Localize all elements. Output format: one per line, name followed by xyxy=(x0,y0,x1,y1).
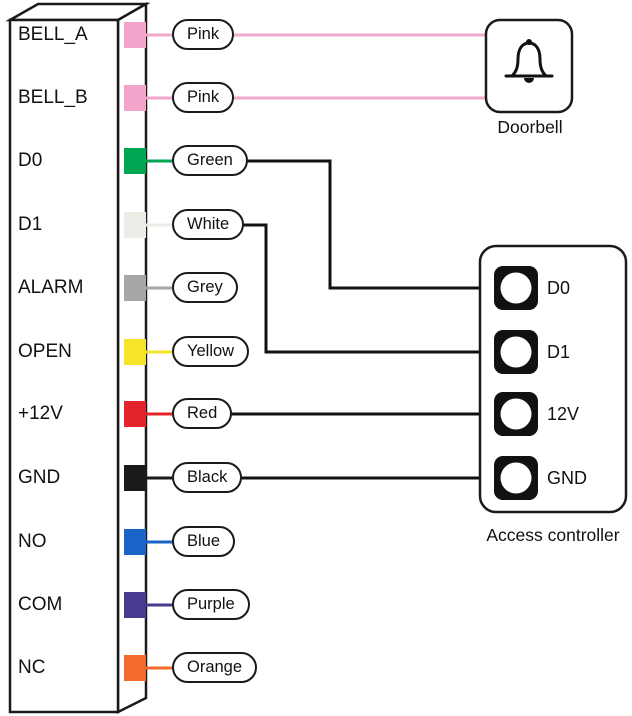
wire-color-pill-white: White xyxy=(172,209,245,240)
wire-color-pill-blue: Blue xyxy=(172,526,236,557)
terminal-label-bell-b: BELL_B xyxy=(18,87,88,108)
wire-color-pill-black: Black xyxy=(172,462,243,493)
controller-terminal-d0-hole xyxy=(500,272,532,304)
stub-com xyxy=(124,592,146,618)
controller-caption: Access controller xyxy=(486,525,620,545)
controller-label-d1: D1 xyxy=(547,342,571,362)
bell-icon xyxy=(504,39,554,83)
stub-d0 xyxy=(124,148,146,174)
stub-nc xyxy=(124,655,146,681)
stub-d1 xyxy=(124,212,146,238)
wire-color-pill-red: Red xyxy=(172,398,233,429)
controller-terminal-d1-hole xyxy=(500,336,532,368)
terminal-label-gnd: GND xyxy=(18,467,61,488)
doorbell-caption: Doorbell xyxy=(497,117,563,137)
terminal-label-com: COM xyxy=(18,594,63,615)
wire-color-pill-grey: Grey xyxy=(172,272,238,303)
controller-label-d0: D0 xyxy=(547,278,571,298)
controller-label-12v: 12V xyxy=(547,404,580,424)
terminal-label-open: OPEN xyxy=(18,341,72,362)
stub-open xyxy=(124,339,146,365)
controller-label-gnd: GND xyxy=(547,468,587,488)
stub-bell-a xyxy=(124,22,146,48)
stub-12v xyxy=(124,401,146,427)
doorbell-box xyxy=(484,18,574,114)
wire-color-pill-purple: Purple xyxy=(172,589,250,620)
terminal-label-d0: D0 xyxy=(18,150,43,171)
stub-no xyxy=(124,529,146,555)
wire-d0 xyxy=(200,159,481,290)
wire-color-pill-pink-1: Pink xyxy=(172,19,235,50)
wire-color-pill-orange: Orange xyxy=(172,652,258,683)
stub-bell-b xyxy=(124,85,146,111)
terminal-label-nc: NC xyxy=(18,657,46,678)
stub-gnd xyxy=(124,465,146,491)
wire-color-pill-green: Green xyxy=(172,145,248,176)
keypad-front-face xyxy=(8,18,120,714)
controller-terminal-gnd-hole xyxy=(500,462,532,494)
terminal-label-bell-a: BELL_A xyxy=(18,24,88,45)
access-controller-box xyxy=(478,244,628,514)
controller-terminal-12v-hole xyxy=(500,398,532,430)
wire-color-pill-pink-2: Pink xyxy=(172,82,235,113)
stub-alarm xyxy=(124,275,146,301)
terminal-label-12v: +12V xyxy=(18,403,63,424)
terminal-label-d1: D1 xyxy=(18,214,43,235)
wire-color-pill-yellow: Yellow xyxy=(172,336,250,367)
terminal-label-alarm: ALARM xyxy=(18,277,84,298)
controller-frame xyxy=(478,244,628,514)
terminal-label-no: NO xyxy=(18,531,47,552)
wires xyxy=(200,33,487,480)
